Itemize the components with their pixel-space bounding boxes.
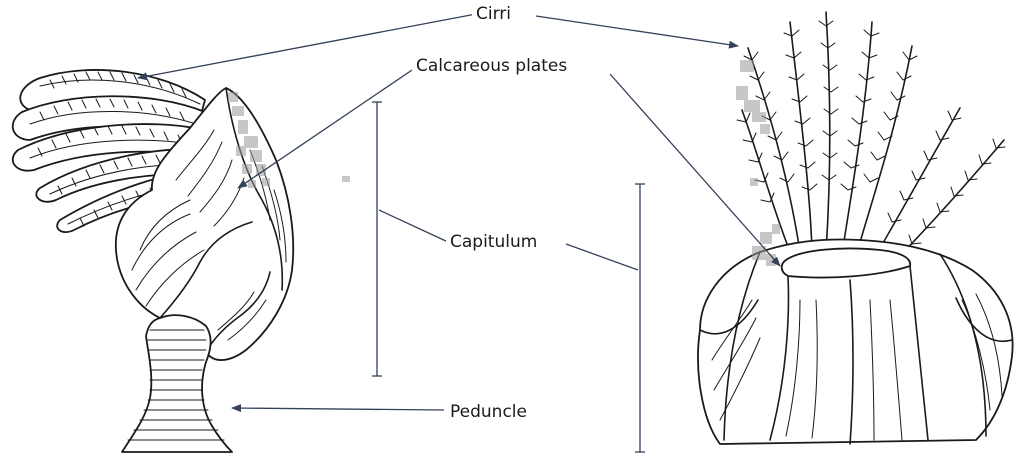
acorn-barnacle-illustration	[698, 12, 1013, 444]
leader-capitulum-right	[566, 244, 638, 270]
leader-capitulum-left	[379, 210, 448, 242]
label-peduncle: Peduncle	[446, 402, 531, 422]
goose-barnacle-illustration	[13, 70, 293, 452]
label-capitulum: Capitulum	[446, 232, 541, 252]
label-calcareous-plates: Calcareous plates	[412, 56, 571, 76]
leader-plates-left	[238, 66, 418, 188]
acorn-barnacle-shell	[698, 240, 1013, 445]
leader-peduncle	[232, 408, 444, 410]
leader-cirri-right	[536, 16, 738, 46]
label-cirri: Cirri	[472, 4, 515, 24]
